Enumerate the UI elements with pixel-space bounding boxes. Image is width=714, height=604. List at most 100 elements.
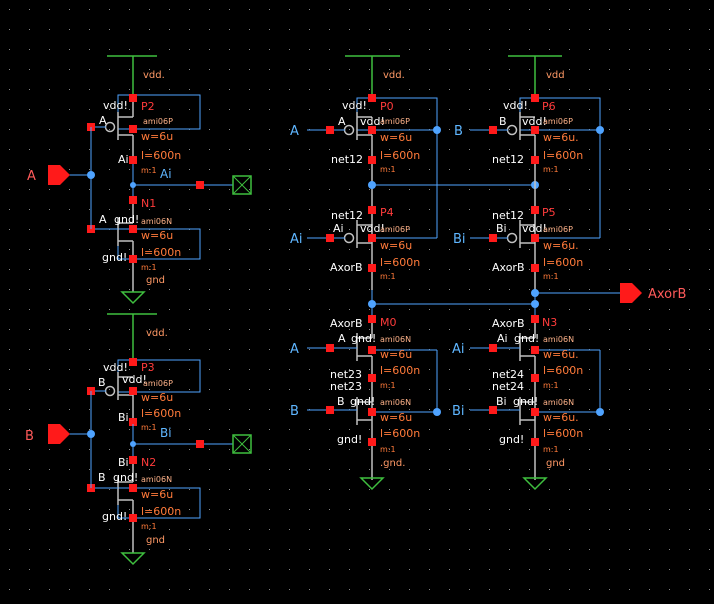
device-name-n2: N2 bbox=[141, 456, 156, 469]
width-param: w=6u bbox=[141, 130, 173, 143]
pin[interactable] bbox=[531, 126, 539, 134]
noconn-box bbox=[232, 175, 252, 195]
vdd-pin-label: vdd! bbox=[360, 222, 385, 235]
device-name-n3: N3 bbox=[542, 316, 557, 329]
device-name-p0: P0 bbox=[380, 100, 394, 113]
drain-label: net24 bbox=[492, 380, 524, 393]
pin[interactable] bbox=[326, 344, 334, 352]
gnd-pin-label: gnd! bbox=[102, 251, 127, 264]
gate-label: A bbox=[99, 213, 107, 226]
input-pin-a[interactable] bbox=[48, 165, 70, 185]
model-label: ami06N bbox=[543, 398, 574, 407]
gate-label: A bbox=[338, 115, 346, 128]
pin[interactable] bbox=[129, 125, 137, 133]
pin[interactable] bbox=[368, 234, 376, 242]
pin[interactable] bbox=[531, 408, 539, 416]
length-param: l=600n bbox=[543, 149, 583, 162]
gnd-pin-label: gnd! bbox=[114, 213, 139, 226]
wire-label-a: A bbox=[290, 124, 299, 139]
length-param: l=600n bbox=[543, 364, 583, 377]
pin[interactable] bbox=[368, 346, 376, 354]
pin[interactable] bbox=[489, 344, 497, 352]
pin[interactable] bbox=[368, 156, 376, 164]
gnd-pin-label: gnd! bbox=[337, 433, 362, 446]
width-param: w=6u bbox=[380, 411, 412, 424]
pin[interactable] bbox=[129, 387, 137, 395]
model-label: ami06N bbox=[380, 398, 411, 407]
width-param: w=6u. bbox=[543, 411, 579, 424]
pin[interactable] bbox=[489, 406, 497, 414]
drain-label: net12 bbox=[492, 153, 524, 166]
vdd-pin-label: vdd! bbox=[522, 115, 547, 128]
pin[interactable] bbox=[368, 374, 376, 382]
vdd-pin-label: vdd! bbox=[342, 99, 367, 112]
port-label-axorb: AxorB bbox=[648, 287, 686, 302]
device-name-p6: P6 bbox=[542, 100, 556, 113]
length-param: l=600n bbox=[141, 149, 181, 162]
gate-label: B bbox=[98, 471, 106, 484]
pin[interactable] bbox=[129, 418, 137, 426]
drain-label: AxorB bbox=[492, 317, 525, 330]
pin[interactable] bbox=[531, 156, 539, 164]
gate-label: A bbox=[99, 114, 107, 127]
device-name-p2: P2 bbox=[141, 100, 155, 113]
pin[interactable] bbox=[368, 315, 376, 323]
pin[interactable] bbox=[368, 264, 376, 272]
pin[interactable] bbox=[531, 346, 539, 354]
pin[interactable] bbox=[531, 234, 539, 242]
mult-param: m:1 bbox=[380, 445, 396, 454]
pin[interactable] bbox=[531, 374, 539, 382]
gnd-pin-label: gnd! bbox=[514, 332, 539, 345]
gnd-label: gnd bbox=[146, 535, 165, 546]
pin[interactable] bbox=[129, 484, 137, 492]
pin[interactable] bbox=[196, 181, 204, 189]
gnd-pin-label: gnd! bbox=[102, 510, 127, 523]
pin[interactable] bbox=[531, 94, 539, 102]
pin[interactable] bbox=[129, 456, 137, 464]
pin[interactable] bbox=[129, 225, 137, 233]
pin[interactable] bbox=[489, 126, 497, 134]
vdd-pin-label: vdd! bbox=[522, 222, 547, 235]
gate-label: Ai bbox=[333, 222, 344, 235]
pin[interactable] bbox=[129, 514, 137, 522]
pin[interactable] bbox=[368, 438, 376, 446]
ground-symbol bbox=[120, 552, 146, 566]
pin[interactable] bbox=[129, 255, 137, 263]
output-pin-axorb[interactable] bbox=[620, 283, 642, 303]
pin[interactable] bbox=[489, 234, 497, 242]
pin[interactable] bbox=[129, 358, 137, 366]
pin[interactable] bbox=[531, 264, 539, 272]
vdd-pin-label: vdd! bbox=[503, 99, 528, 112]
gate-label: Bi bbox=[496, 395, 507, 408]
width-param: w=6u. bbox=[543, 239, 579, 252]
pin[interactable] bbox=[368, 94, 376, 102]
vdd-pin-label: vdd! bbox=[103, 361, 128, 374]
inverter-b: vdd. vdd! P3 B vdd! ami06P w=6u l=600n B… bbox=[25, 313, 252, 566]
device-name-n1: N1 bbox=[141, 197, 156, 210]
length-param: l=600n bbox=[380, 149, 420, 162]
pin[interactable] bbox=[129, 156, 137, 164]
pin[interactable] bbox=[531, 315, 539, 323]
pin[interactable] bbox=[129, 196, 137, 204]
pin[interactable] bbox=[531, 206, 539, 214]
pin[interactable] bbox=[326, 406, 334, 414]
wire-label-ai: Ai bbox=[452, 342, 465, 357]
pin[interactable] bbox=[368, 206, 376, 214]
pin[interactable] bbox=[129, 94, 137, 102]
gnd-pin-label: gnd! bbox=[513, 395, 538, 408]
pin[interactable] bbox=[196, 440, 204, 448]
vdd-pin-label: vdd! bbox=[360, 115, 385, 128]
wire-label-a: A bbox=[290, 342, 299, 357]
model-label: ami06P bbox=[380, 117, 410, 126]
drain-label: Ai bbox=[118, 153, 129, 166]
drain-label: net12 bbox=[331, 153, 363, 166]
pin[interactable] bbox=[326, 126, 334, 134]
pin[interactable] bbox=[531, 438, 539, 446]
pin[interactable] bbox=[326, 234, 334, 242]
drain-label: AxorB bbox=[330, 261, 363, 274]
input-pin-b[interactable] bbox=[48, 424, 70, 444]
gnd-label: .gnd. bbox=[380, 458, 405, 469]
pin[interactable] bbox=[368, 126, 376, 134]
pin[interactable] bbox=[368, 408, 376, 416]
